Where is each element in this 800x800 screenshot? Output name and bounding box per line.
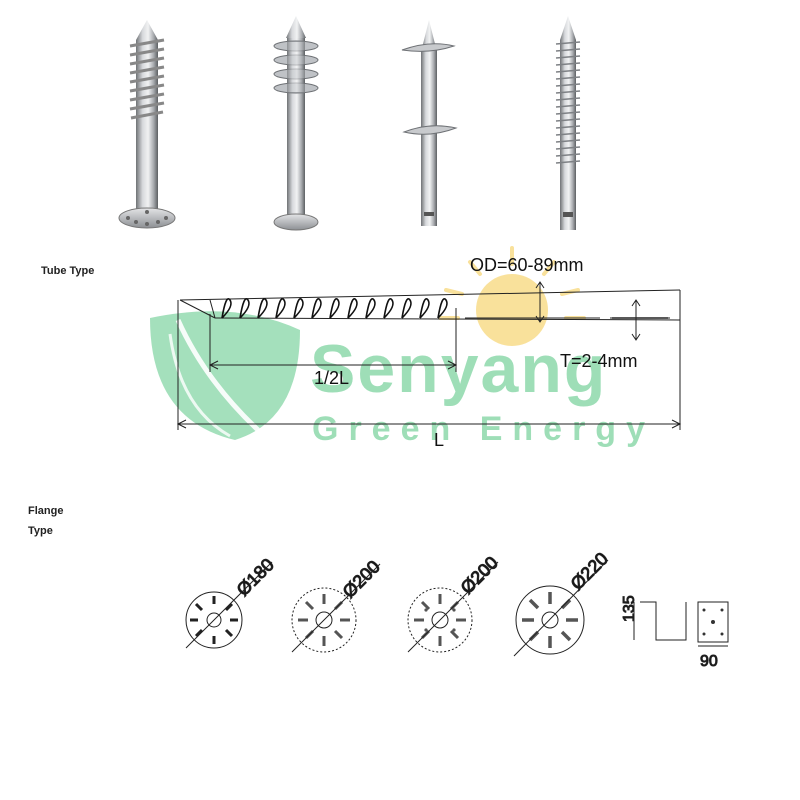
flange-plate-1: Ø180 xyxy=(185,554,278,649)
u-bracket-side-view: 135 xyxy=(621,595,687,641)
flange-4-diameter: Ø220 xyxy=(567,549,612,594)
flange-type-line2: Type xyxy=(28,525,53,537)
ground-screw-wing-photo xyxy=(401,20,458,226)
ground-screw-flange-photo xyxy=(118,20,176,229)
helix-spiral xyxy=(221,298,448,319)
flange-plate-2: Ø200 xyxy=(291,556,384,653)
watermark-tagline: Green Energy xyxy=(312,410,655,448)
u-bracket-top-view: 90 xyxy=(697,601,729,671)
flange-plate-4: Ø220 xyxy=(513,548,612,657)
dimension-length: L xyxy=(434,430,444,450)
flange-plate-3: Ø200 xyxy=(407,552,502,653)
ground-screw-wide-blade-photo xyxy=(273,16,319,231)
ground-screw-fine-thread-photo xyxy=(555,16,581,230)
tube-dimension-drawing xyxy=(176,281,682,430)
dimension-outer-diameter: OD=60-89mm xyxy=(470,255,584,275)
watermark-brand: Senyang xyxy=(310,331,607,407)
bracket-height: 135 xyxy=(621,595,638,622)
leaf-logo-icon xyxy=(150,311,300,440)
flange-2-diameter: Ø200 xyxy=(339,557,384,602)
dimension-thickness: T=2-4mm xyxy=(560,351,638,371)
flange-3-diameter: Ø200 xyxy=(457,553,502,598)
flange-type-label: Flange Type xyxy=(28,501,63,541)
flange-type-line1: Flange xyxy=(28,505,64,517)
flange-1-diameter: Ø180 xyxy=(233,555,278,600)
bracket-width: 90 xyxy=(700,653,718,670)
dimension-half-length: 1/2L xyxy=(314,368,349,388)
tube-type-label: Tube Type xyxy=(41,265,95,277)
senyang-watermark: Senyang Green Energy xyxy=(150,246,655,448)
